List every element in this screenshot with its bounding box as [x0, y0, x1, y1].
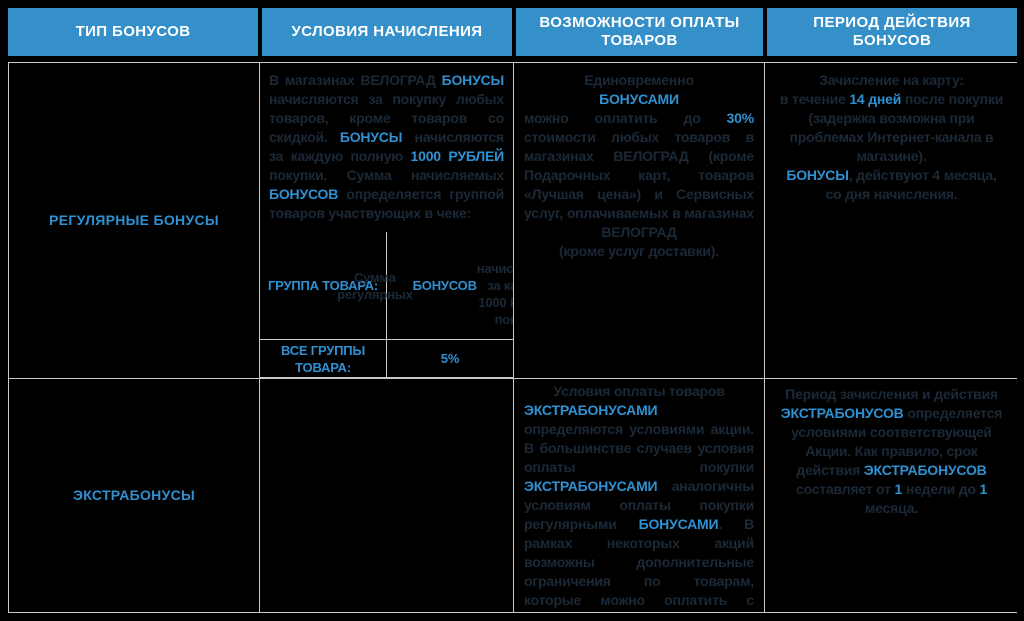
- cell-type-extra: ЭКСТРАБОНУСЫ: [9, 379, 259, 612]
- cell-payment-regular: Единовременно БОНУСАМИ можно оплатить до…: [514, 63, 764, 378]
- cell-period-extra: Период зачисления и действия ЭКСТРАБОНУС…: [765, 379, 1018, 612]
- header-label: УСЛОВИЯ НАЧИСЛЕНИЯ: [291, 23, 483, 40]
- header-cell-bonus-period: ПЕРИОД ДЕЙСТВИЯ БОНУСОВ: [764, 8, 1017, 56]
- conditions-subtable: ГРУППА ТОВАРА: Сумма регулярных БОНУСОВ,…: [260, 232, 513, 378]
- bonus-table-body: РЕГУЛЯРНЫЕ БОНУСЫ В магазинах ВЕЛОГРАД Б…: [8, 62, 1018, 613]
- subrow-product-group-label: ГРУППА ТОВАРА:: [260, 232, 386, 339]
- cell-conditions-regular: В магазинах ВЕЛОГРАД БОНУСЫ начисляются …: [260, 63, 513, 378]
- cell-payment-extra: Условия оплаты товаров ЭКСТРАБОНУСАМИ оп…: [514, 379, 764, 612]
- subrow-product-group-value: Сумма регулярных БОНУСОВ, начисляемых за…: [337, 232, 513, 339]
- cell-type-regular: РЕГУЛЯРНЫЕ БОНУСЫ: [9, 63, 259, 378]
- subrow-all-groups-value: 5%: [387, 340, 513, 377]
- header-cell-accrual-conditions: УСЛОВИЯ НАЧИСЛЕНИЯ: [259, 8, 512, 56]
- header-label: ПЕРИОД ДЕЙСТВИЯ БОНУСОВ: [813, 14, 971, 49]
- header-label: ТИП БОНУСОВ: [75, 23, 191, 40]
- header-cell-payment-options: ВОЗМОЖНОСТИ ОПЛАТЫ ТОВАРОВ: [513, 8, 763, 56]
- cell-conditions-extra-empty: [260, 379, 513, 612]
- row-label-extra-bonuses: ЭКСТРАБОНУСЫ: [72, 487, 196, 503]
- row-label-regular-bonuses: РЕГУЛЯРНЫЕ БОНУСЫ: [49, 212, 219, 228]
- header-cell-bonus-type: ТИП БОНУСОВ: [8, 8, 258, 56]
- cell-period-regular: Зачисление на карту: в течение 14 дней п…: [765, 63, 1018, 378]
- subrow-all-groups-label: ВСЕ ГРУППЫ ТОВАРА:: [260, 340, 386, 377]
- conditions-intro-text: В магазинах ВЕЛОГРАД БОНУСЫ начисляются …: [269, 72, 504, 221]
- table-header-row: ТИП БОНУСОВ УСЛОВИЯ НАЧИСЛЕНИЯ ВОЗМОЖНОС…: [8, 8, 1017, 56]
- header-label: ВОЗМОЖНОСТИ ОПЛАТЫ ТОВАРОВ: [539, 14, 740, 49]
